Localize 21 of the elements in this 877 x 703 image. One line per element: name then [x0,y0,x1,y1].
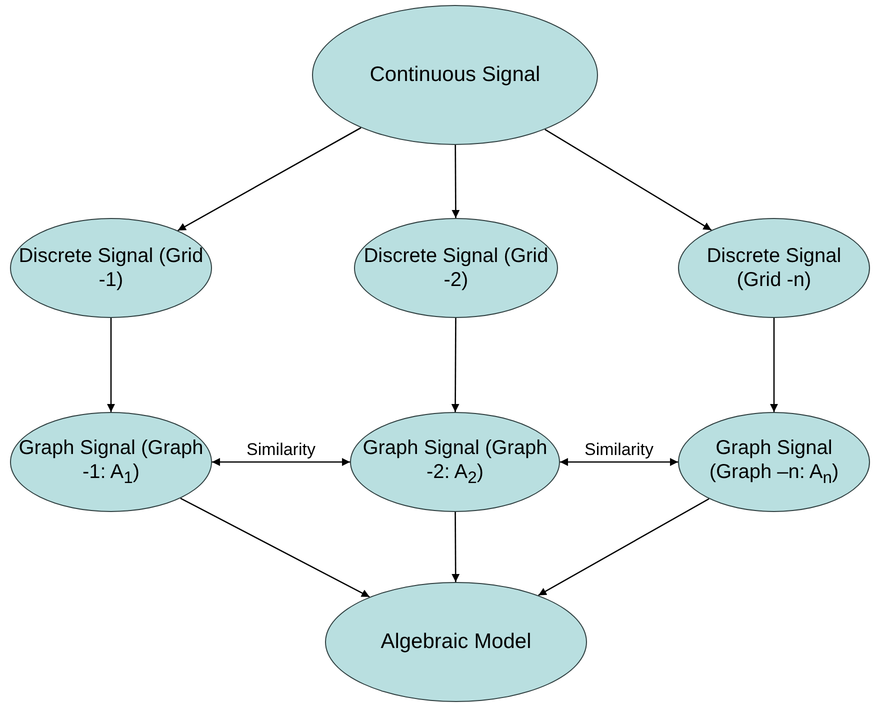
arrow [107,318,115,412]
node-label: Discrete Signal (Grid -2) [362,244,550,292]
node-label: Algebraic Model [380,629,532,655]
arrow [180,498,370,598]
node-label: Discrete Signal (Grid -n) [706,244,842,292]
arrow [538,498,710,596]
edge-label: Similarity [244,440,318,460]
arrow [451,318,460,412]
node-label: Graph Signal (Graph –n: A$_{n}$) [708,436,840,488]
node-label: Graph Signal (Graph -2: A$_{2}$) [362,436,548,488]
arrow [212,458,350,466]
arrow [452,145,460,218]
node-label: Discrete Signal (Grid -1) [18,244,204,292]
node-label: Continuous Signal [368,62,542,88]
arrow [178,127,362,232]
edge-label: Similarity [582,440,656,460]
arrow [560,458,678,466]
arrow [770,318,778,412]
arrow [452,512,460,582]
node-label: Graph Signal (Graph -1: A$_{1}$) [18,436,204,488]
arrow [544,128,712,231]
